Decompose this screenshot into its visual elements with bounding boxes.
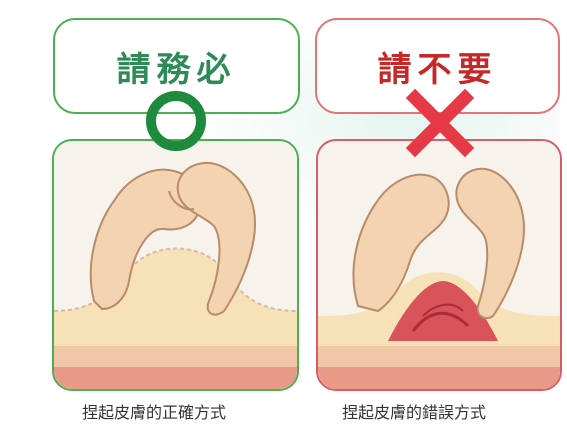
check-circle-icon <box>141 86 211 156</box>
incorrect-caption: 捏起皮膚的錯誤方式 <box>342 399 486 423</box>
incorrect-label-text: 請不要 <box>378 42 498 91</box>
incorrect-illustration-panel <box>316 139 562 391</box>
cross-icon <box>403 86 477 160</box>
correct-pinch-illustration <box>54 141 297 389</box>
correct-label-text: 請務必 <box>117 42 237 91</box>
incorrect-pinch-illustration <box>318 141 560 389</box>
correct-illustration-panel <box>52 139 299 391</box>
correct-caption: 捏起皮膚的正確方式 <box>82 399 226 423</box>
